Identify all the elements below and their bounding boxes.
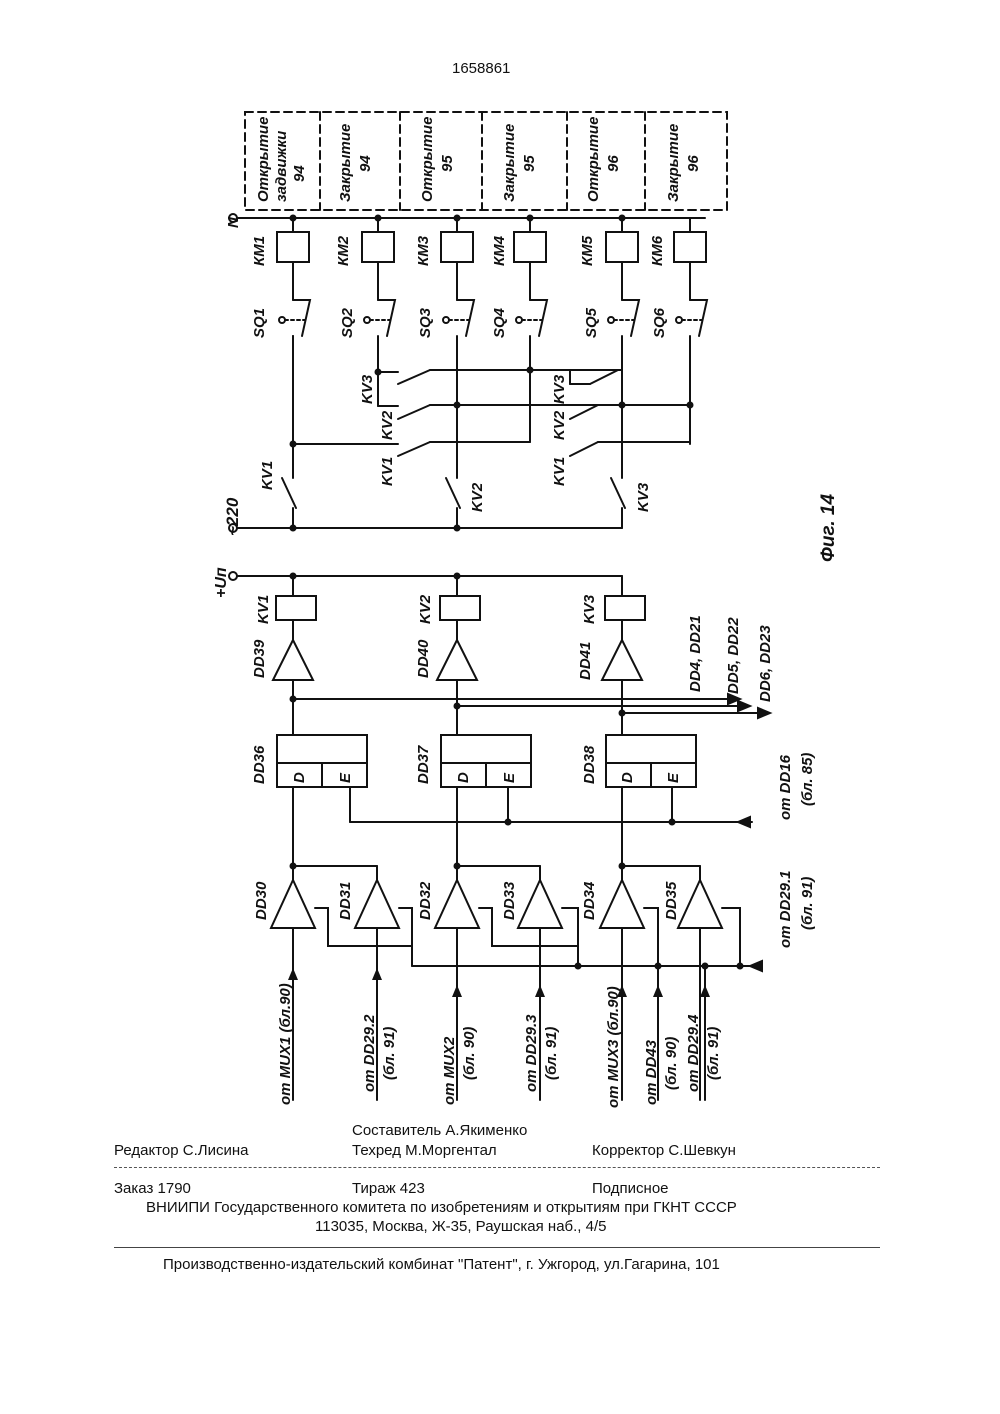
institute-address: 113035, Москва, Ж-35, Раушская наб., 4/5 <box>315 1218 607 1235</box>
techred-credit: Техред М.Моргентал <box>352 1142 497 1159</box>
circulation: Тираж 423 <box>352 1180 425 1197</box>
subscription: Подписное <box>592 1180 669 1197</box>
institute-name: ВНИИПИ Государственного комитета по изоб… <box>146 1199 737 1216</box>
footer-divider-top <box>114 1167 880 1168</box>
publisher: Производственно-издательский комбинат "П… <box>163 1256 720 1273</box>
order-number: Заказ 1790 <box>114 1180 191 1197</box>
corrector-credit: Корректор С.Шевкун <box>592 1142 736 1159</box>
compiler-credit: Составитель А.Якименко <box>352 1122 527 1139</box>
footer-divider-bottom <box>114 1247 880 1248</box>
editor-credit: Редактор С.Лисина <box>114 1142 248 1159</box>
